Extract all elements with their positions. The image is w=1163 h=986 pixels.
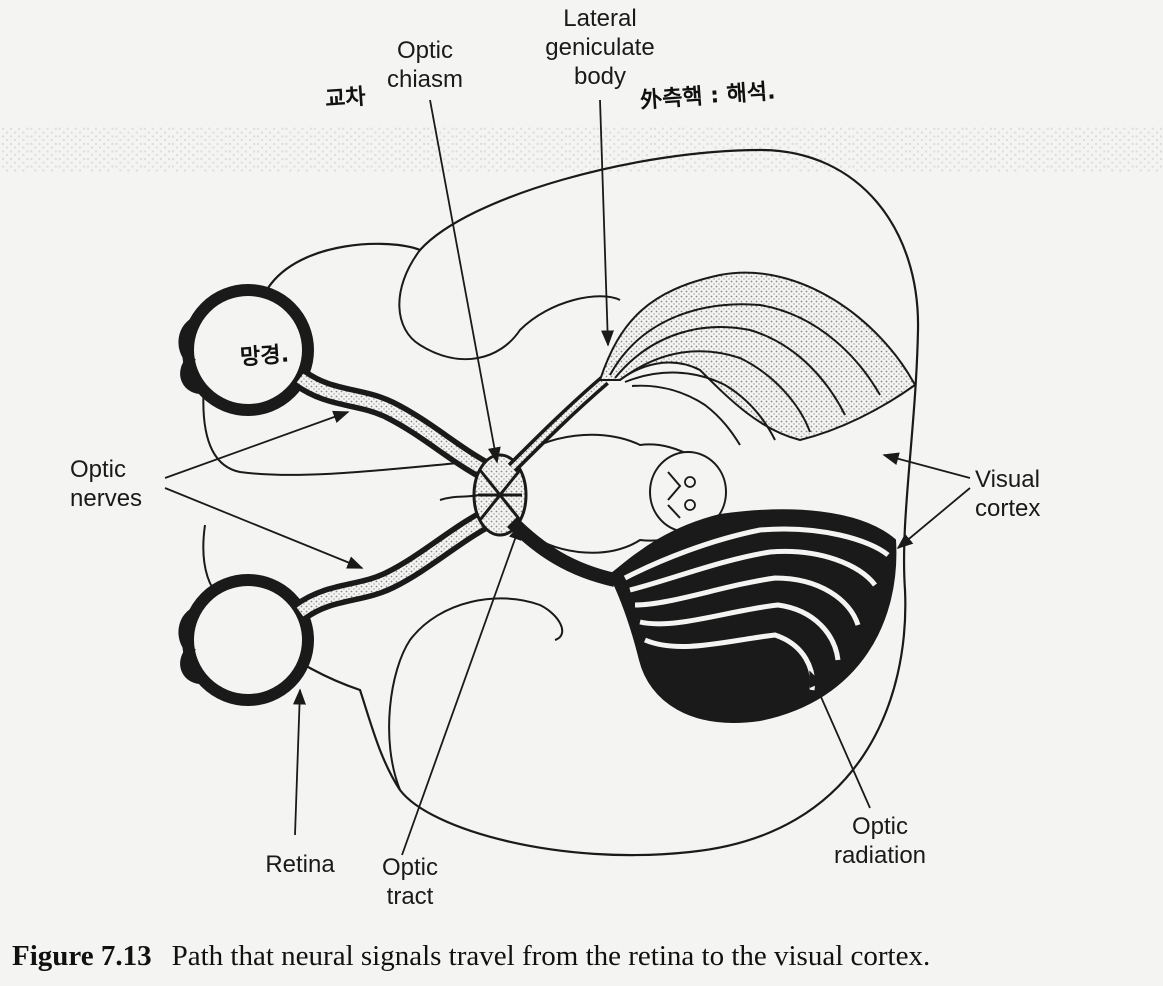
eye-left-top [178,284,314,416]
optic-radiation-arrow [809,670,871,809]
visual-pathway-diagram [164,99,971,857]
optic-radiation-bottom [608,509,897,723]
figure-caption-text: Path that neural signals travel from the… [171,940,931,972]
brain-outline [267,148,920,857]
retina-arrow [293,688,306,836]
lgb-arrow [599,99,615,347]
optic-tract-arrow [401,523,522,856]
optic-nerves-arrow-bottom [164,487,364,569]
figure-number: Figure 7.13 [12,940,152,972]
handwritten-note-chiasm: 교차 [324,84,367,113]
figure-caption: Figure 7.13 Path that neural signals trav… [12,938,1157,974]
optic-radiation-top [598,271,917,442]
handwritten-note-eye: 망경. [239,342,290,371]
optic-tract-bottom [507,517,617,587]
brain-inner-left-top [202,371,471,476]
visual-cortex-arrow-top [882,452,971,479]
optic-nerves-arrow-top [164,410,350,479]
bleed-through-texture: ░░░░░░░░░░░░░░░░░░░░░░░░░░░░░░░░░░░░░░░░… [0,125,1163,170]
optic-chiasm-arrow [429,99,501,464]
lower-lobe-outline [388,597,564,791]
upper-lobe-outline [398,249,621,361]
eye-left-bottom [178,574,314,706]
visual-cortex-arrow-bottom [896,487,971,550]
label-retina: Retina [265,851,335,878]
